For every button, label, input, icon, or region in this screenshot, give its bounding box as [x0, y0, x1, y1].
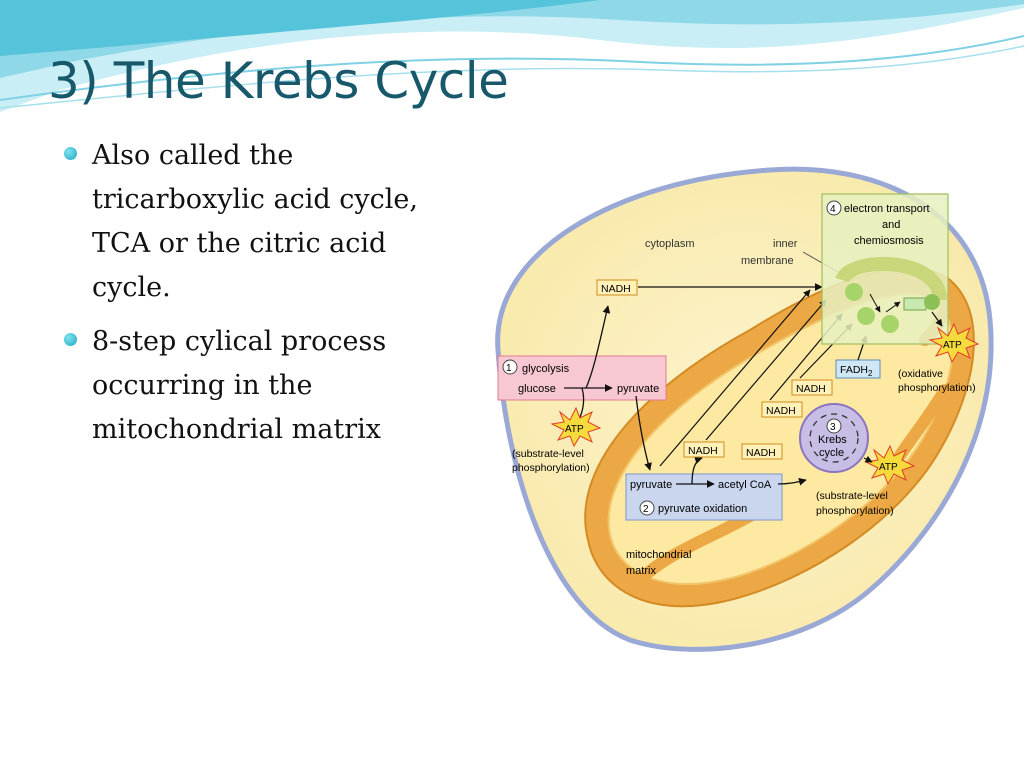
nadh-label: NADH: [746, 447, 776, 459]
nadh-label: NADH: [796, 383, 826, 395]
pyruvate-oxidation-label: pyruvate oxidation: [658, 503, 747, 515]
nadh-box: [596, 279, 638, 296]
pyruvate-label: pyruvate: [617, 383, 659, 395]
bullet-list: Also called the tricarboxylic acid cycle…: [62, 134, 452, 462]
bullet-text: 8-step cylical process occurring in the …: [92, 326, 387, 445]
oxidative-label: phosphorylation): [898, 382, 976, 394]
step-number: 2: [643, 504, 649, 515]
substrate-level-label: (substrate-level: [512, 448, 584, 460]
substrate-level-label: phosphorylation): [816, 505, 894, 517]
cytoplasm-label: cytoplasm: [645, 238, 695, 250]
electron-transport-label: electron transport: [844, 203, 930, 215]
nadh-box: [791, 379, 833, 396]
nadh-box: [761, 401, 803, 418]
pyruvate-label: pyruvate: [630, 479, 672, 491]
step-number: 1: [506, 363, 512, 374]
oxidative-label: (oxidative: [898, 368, 943, 380]
inner-membrane-label: membrane: [741, 255, 794, 267]
substrate-level-label: (substrate-level: [816, 490, 888, 502]
atp-label: ATP: [879, 462, 898, 473]
glucose-label: glucose: [518, 383, 556, 395]
bullet-item: Also called the tricarboxylic acid cycle…: [62, 134, 452, 310]
atp-label: ATP: [565, 424, 584, 435]
mitochondrial-matrix-label: mitochondrial: [626, 549, 691, 561]
nadh-label: NADH: [601, 283, 631, 295]
step-number: 4: [830, 204, 836, 215]
substrate-level-label: phosphorylation): [512, 462, 590, 474]
glycolysis-box: [497, 355, 667, 401]
atp-burst: [550, 406, 602, 448]
electron-transport-label: and: [882, 219, 900, 231]
acetyl-coa-label: acetyl CoA: [718, 479, 772, 491]
header-wave-decoration: [0, 0, 1024, 112]
fadh2-label: FADH2: [840, 364, 873, 378]
mitochondrion-diagram: cytoplasm inner membrane 1 glycolysis gl…: [470, 140, 1024, 700]
bullet-dot-icon: [64, 147, 77, 160]
nadh-box: [741, 443, 783, 460]
krebs-label: cycle: [819, 447, 844, 459]
step-number: 3: [830, 422, 836, 433]
glycolysis-label: glycolysis: [522, 363, 570, 375]
electron-transport-label: chemiosmosis: [854, 235, 924, 247]
atp-burst: [928, 322, 980, 364]
mitochondrial-matrix-label: matrix: [626, 565, 656, 577]
bullet-item: 8-step cylical process occurring in the …: [62, 320, 452, 452]
nadh-box: [683, 441, 725, 458]
krebs-label: Krebs: [818, 434, 847, 446]
inner-membrane-label: inner: [773, 238, 798, 250]
nadh-label: NADH: [688, 445, 718, 457]
bullet-dot-icon: [64, 333, 77, 346]
bullet-text: Also called the tricarboxylic acid cycle…: [92, 140, 418, 303]
atp-label: ATP: [943, 340, 962, 351]
slide-title: 3) The Krebs Cycle: [48, 52, 509, 110]
nadh-label: NADH: [766, 405, 796, 417]
